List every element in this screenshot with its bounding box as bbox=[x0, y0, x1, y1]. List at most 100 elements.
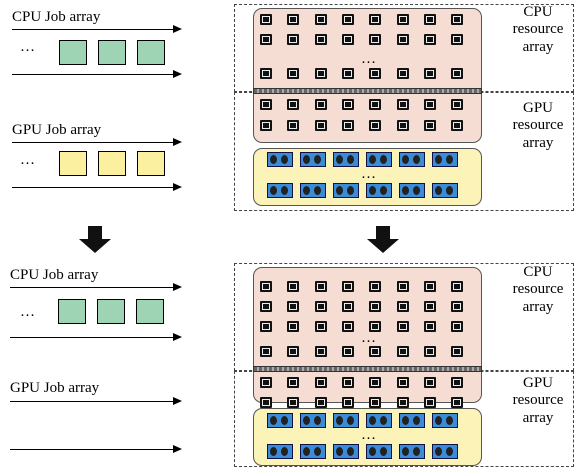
cpu-chip-icon bbox=[396, 99, 409, 110]
gpu-card-icon bbox=[432, 183, 458, 198]
bottom-gpu-resource-label: GPU resource array bbox=[512, 375, 564, 426]
cpu-chip-icon bbox=[314, 120, 327, 131]
cpu-chip-icon bbox=[451, 120, 464, 131]
cpu-chip-icon bbox=[314, 281, 327, 292]
top-gpu-ellipsis: … bbox=[20, 152, 35, 168]
cpu-chip-icon bbox=[451, 301, 464, 312]
cpu-chip-icon bbox=[369, 301, 382, 312]
bottom-cpu-job-2 bbox=[97, 299, 125, 324]
top-gpu-more: … bbox=[361, 166, 376, 182]
cpu-chip-icon bbox=[341, 68, 354, 79]
cpu-chip-icon bbox=[396, 68, 409, 79]
cpu-chip-icon bbox=[369, 321, 382, 332]
cpu-chip-icon bbox=[260, 34, 272, 45]
bottom-cpu-ellipsis: … bbox=[20, 304, 35, 320]
cpu-chip-icon bbox=[369, 281, 382, 292]
bottom-cpu-job-1 bbox=[58, 299, 86, 324]
cpu-chip-icon bbox=[396, 346, 409, 357]
cpu-chip-icon bbox=[396, 397, 409, 408]
top-cpu-job-3 bbox=[137, 40, 165, 65]
gpu-card-icon bbox=[300, 183, 326, 198]
cpu-chip-icon bbox=[341, 301, 354, 312]
bottom-gpu-more: … bbox=[361, 427, 376, 443]
top-gpu-arrow-2 bbox=[12, 183, 182, 191]
gpu-card-icon bbox=[432, 152, 458, 167]
cpu-chip-icon bbox=[396, 301, 409, 312]
bottom-gpu-arrow-2 bbox=[10, 445, 182, 453]
gpu-card-icon bbox=[366, 413, 392, 428]
cpu-chip-icon bbox=[287, 99, 300, 110]
cpu-chip-icon bbox=[287, 120, 300, 131]
cpu-chip-icon bbox=[369, 99, 382, 110]
top-cpu-resource-label: CPU resource array bbox=[512, 4, 564, 55]
cpu-chip-icon bbox=[369, 377, 382, 388]
cpu-chip-icon bbox=[423, 281, 436, 292]
cpu-chip-icon bbox=[341, 34, 354, 45]
cpu-chip-icon bbox=[451, 99, 464, 110]
top-cpu-ellipsis: … bbox=[20, 39, 35, 55]
gpu-card-icon bbox=[300, 413, 326, 428]
cpu-chip-icon bbox=[369, 397, 382, 408]
cpu-chip-icon bbox=[314, 99, 327, 110]
cpu-chip-icon bbox=[314, 14, 327, 25]
cpu-chip-icon bbox=[451, 321, 464, 332]
gpu-card-icon bbox=[432, 444, 458, 459]
cpu-chip-icon bbox=[341, 397, 354, 408]
cpu-chip-icon bbox=[341, 346, 354, 357]
cpu-chip-icon bbox=[451, 281, 464, 292]
cpu-chip-icon bbox=[314, 34, 327, 45]
cpu-chip-icon bbox=[396, 14, 409, 25]
cpu-chip-icon bbox=[341, 377, 354, 388]
cpu-chip-icon bbox=[260, 346, 272, 357]
gpu-card-icon bbox=[366, 183, 392, 198]
gpu-card-icon bbox=[399, 444, 425, 459]
bottom-gpu-job-label: GPU Job array bbox=[10, 380, 100, 396]
bottom-cpu-arrow-1 bbox=[10, 283, 182, 291]
cpu-chip-icon bbox=[451, 397, 464, 408]
cpu-chip-icon bbox=[369, 346, 382, 357]
cpu-chip-icon bbox=[287, 301, 300, 312]
cpu-chip-icon bbox=[260, 68, 272, 79]
gpu-card-icon bbox=[267, 152, 293, 167]
gpu-card-icon bbox=[333, 413, 359, 428]
cpu-chip-icon bbox=[260, 321, 272, 332]
cpu-chip-icon bbox=[341, 281, 354, 292]
cpu-chip-icon bbox=[341, 99, 354, 110]
top-cpu-job-2 bbox=[98, 40, 126, 65]
cpu-chip-icon bbox=[451, 68, 464, 79]
cpu-chip-icon bbox=[287, 397, 300, 408]
cpu-chip-icon bbox=[260, 99, 272, 110]
cpu-chip-icon bbox=[423, 14, 436, 25]
cpu-chip-icon bbox=[287, 346, 300, 357]
cpu-chip-icon bbox=[314, 68, 327, 79]
gpu-card-icon bbox=[366, 152, 392, 167]
cpu-chip-icon bbox=[423, 99, 436, 110]
cpu-chip-icon bbox=[260, 120, 272, 131]
cpu-chip-icon bbox=[396, 120, 409, 131]
cpu-chip-icon bbox=[423, 68, 436, 79]
gpu-card-icon bbox=[399, 183, 425, 198]
gpu-card-icon bbox=[399, 413, 425, 428]
cpu-chip-icon bbox=[396, 321, 409, 332]
top-cpu-arrow-2 bbox=[12, 70, 182, 78]
cpu-chip-icon bbox=[314, 321, 327, 332]
gpu-card-icon bbox=[432, 413, 458, 428]
cpu-chip-icon bbox=[396, 34, 409, 45]
gpu-card-icon bbox=[300, 152, 326, 167]
cpu-chip-icon bbox=[260, 397, 272, 408]
bottom-cpu-job-label: CPU Job array bbox=[10, 267, 99, 283]
cpu-chip-icon bbox=[423, 34, 436, 45]
cpu-chip-icon bbox=[314, 301, 327, 312]
cpu-chip-icon bbox=[423, 321, 436, 332]
cpu-chip-icon bbox=[314, 397, 327, 408]
gpu-card-icon bbox=[300, 444, 326, 459]
cpu-chip-icon bbox=[260, 14, 272, 25]
gpu-card-icon bbox=[333, 183, 359, 198]
gpu-card-icon bbox=[333, 152, 359, 167]
cpu-chip-icon bbox=[314, 346, 327, 357]
top-gpu-job-1 bbox=[59, 151, 87, 176]
gpu-card-icon bbox=[366, 444, 392, 459]
cpu-chip-icon bbox=[287, 14, 300, 25]
cpu-chip-icon bbox=[287, 68, 300, 79]
cpu-chip-icon bbox=[423, 301, 436, 312]
